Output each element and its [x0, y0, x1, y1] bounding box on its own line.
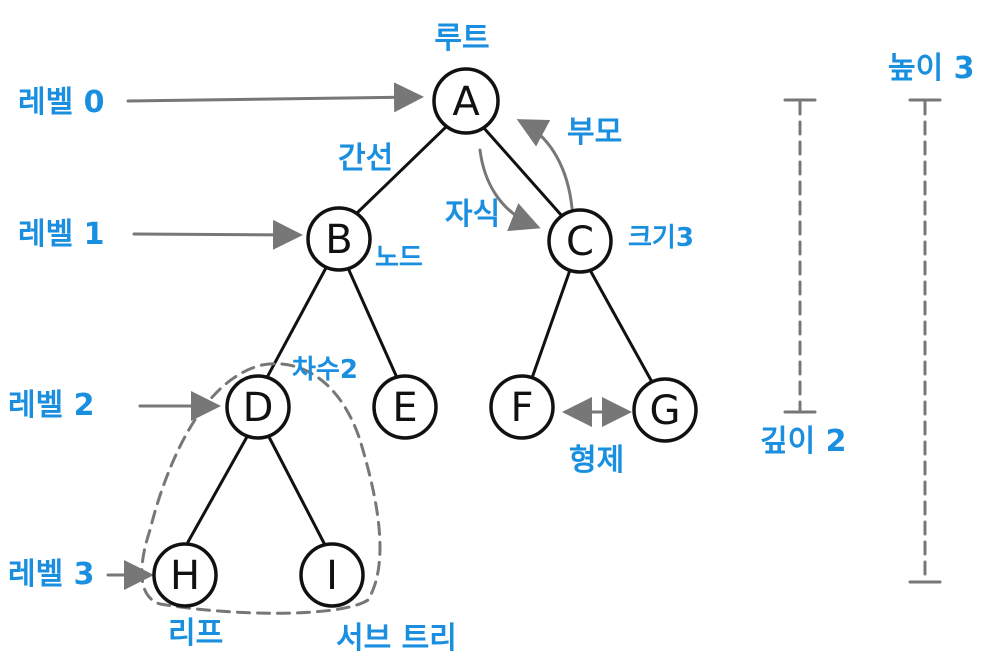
node-g: G — [632, 377, 698, 443]
depth-bracket — [783, 98, 817, 414]
edge-b-e — [346, 266, 400, 382]
node-f: F — [489, 374, 555, 440]
svg-text:H: H — [170, 553, 200, 599]
root-label: 루트 — [434, 21, 489, 56]
svg-text:A: A — [452, 79, 480, 125]
node-label: 노드 — [375, 243, 423, 273]
svg-text:F: F — [510, 385, 533, 431]
parent-arrow — [516, 119, 574, 210]
tree-edges — [186, 123, 654, 547]
node-h: H — [152, 542, 218, 608]
leaf-label: 리프 — [168, 616, 223, 651]
subtree-label: 서브 트리 — [336, 621, 457, 655]
svg-text:I: I — [326, 553, 338, 599]
level-arrows — [106, 82, 424, 590]
node-d: D — [225, 374, 291, 440]
height-bracket — [908, 98, 942, 584]
edge-d-i — [266, 433, 327, 547]
edge-label: 간선 — [338, 141, 393, 176]
child-arrow — [478, 148, 541, 231]
node-c: C — [547, 208, 613, 274]
subtree-outline — [140, 362, 382, 615]
size-label: 크기3 — [628, 223, 694, 253]
svg-text:G: G — [650, 388, 681, 434]
level0-arrow — [126, 82, 424, 113]
svg-text:E: E — [392, 385, 417, 431]
depth-label: 깊이 2 — [760, 424, 847, 459]
edge-c-f — [530, 268, 572, 380]
child-label: 자식 — [445, 197, 500, 232]
edge-a-c — [481, 125, 564, 218]
node-b: B — [306, 206, 372, 272]
node-a: A — [432, 67, 500, 135]
level0-label: 레벨 0 — [18, 85, 105, 120]
level2-label: 레벨 2 — [8, 388, 95, 423]
level1-label: 레벨 1 — [18, 217, 105, 252]
svg-text:C: C — [566, 219, 594, 265]
level1-arrow — [132, 219, 303, 250]
edge-c-g — [588, 268, 654, 384]
parent-label: 부모 — [567, 115, 622, 150]
node-i: I — [299, 542, 365, 608]
degree-label: 차수2 — [292, 355, 358, 385]
edge-a-b — [355, 123, 450, 215]
height-label: 높이 3 — [888, 51, 975, 86]
edge-d-h — [186, 433, 250, 544]
svg-text:D: D — [243, 385, 274, 431]
level3-label: 레벨 3 — [8, 557, 95, 592]
sibling-label: 형제 — [569, 443, 624, 478]
svg-text:B: B — [325, 217, 352, 263]
node-e: E — [372, 374, 438, 440]
